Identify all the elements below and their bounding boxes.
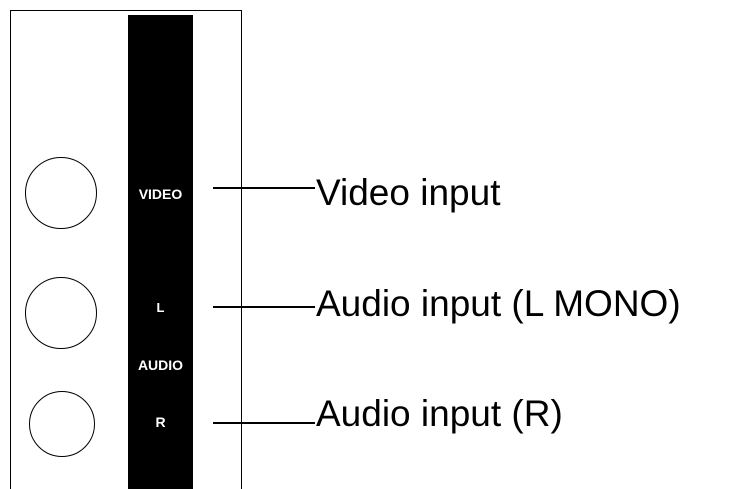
audio-r-leader-line xyxy=(213,422,315,424)
video-input-callout: Video input xyxy=(316,172,501,213)
audio-r-label: R xyxy=(155,414,166,430)
video-jack xyxy=(25,157,97,229)
label-strip xyxy=(128,15,193,489)
audio-l-label: L xyxy=(156,300,165,315)
video-label: VIDEO xyxy=(138,186,183,202)
audio-l-leader-line xyxy=(213,306,315,308)
audio-l-jack xyxy=(25,277,97,349)
audio-r-jack xyxy=(29,391,95,457)
audio-label: AUDIO xyxy=(137,357,184,373)
video-leader-line xyxy=(213,187,315,189)
audio-r-input-callout: Audio input (R) xyxy=(316,393,563,434)
panel-outline xyxy=(10,10,242,489)
audio-l-input-callout: Audio input (L MONO) xyxy=(316,283,681,324)
